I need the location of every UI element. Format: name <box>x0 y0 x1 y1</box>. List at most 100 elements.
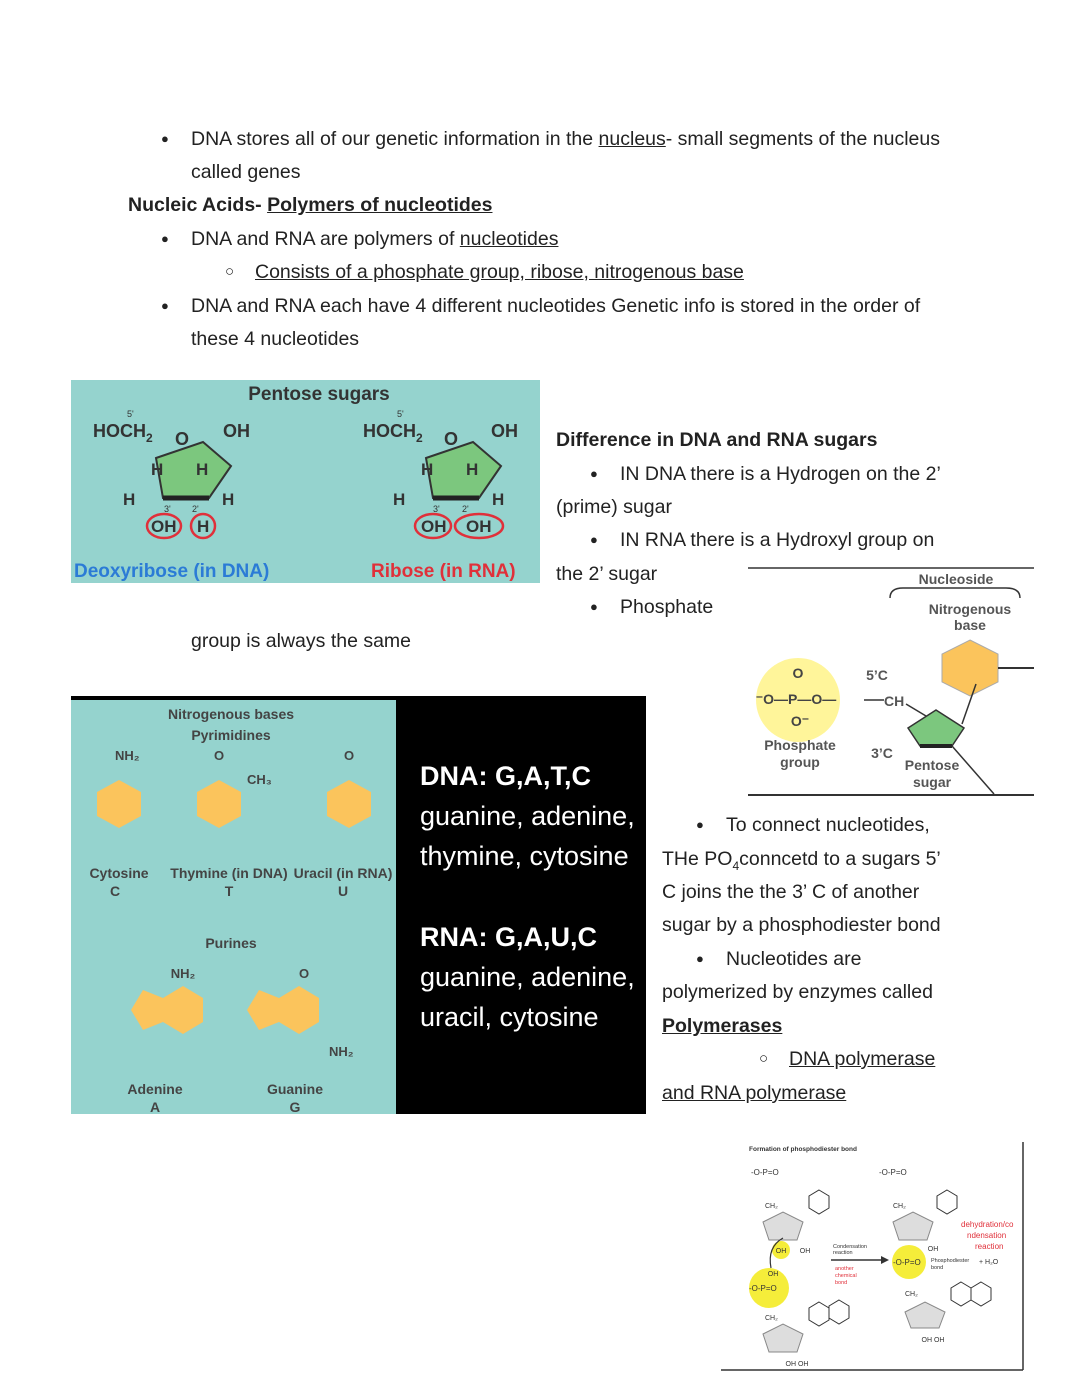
phosphate-o-minus: O⁻ <box>791 713 809 729</box>
note-continuation: called genes <box>191 161 301 183</box>
nucleotide-diagram: Nucleoside Nitrogenous base O ⁻O—P—O— O⁻… <box>748 567 1034 796</box>
o-label: O <box>299 966 309 981</box>
note-continuation: (prime) sugar <box>556 496 672 518</box>
sub-bullet-consists: Consists of a phosphate group, ribose, n… <box>225 260 744 284</box>
o-label: O <box>344 748 354 763</box>
phosphate-o-label: O <box>793 665 804 681</box>
note-bullet-dna-hydrogen: IN DNA there is a Hydrogen on the 2’ <box>590 462 941 486</box>
ribose-caption: Ribose (in RNA) <box>371 561 516 582</box>
rna-bases-heading: RNA: G,A,U,C <box>420 922 597 952</box>
ch2-label: CH₂ <box>765 1315 778 1322</box>
oh-oh-label: OH OH <box>922 1337 945 1344</box>
note-bullet-dna-storage: DNA stores all of our genetic informatio… <box>161 127 940 151</box>
note-bullet-connect: To connect nucleotides, <box>696 813 930 837</box>
h-label: H <box>393 490 405 509</box>
purines-label: Purines <box>205 935 257 951</box>
phosphodiester-diagram: Formation of phosphodiester bond -O-P=O … <box>721 1142 1024 1371</box>
phosphate-formula: -O-P=O <box>879 1168 907 1177</box>
oh-label: OH <box>421 517 447 536</box>
adenine-ring5 <box>131 990 163 1030</box>
bases-title: Nitrogenous bases <box>168 706 294 722</box>
oh-oh-label: OH OH <box>786 1361 809 1368</box>
nitrogenous-bases-figure: Nitrogenous bases Pyrimidines NH₂ O CH₃ … <box>71 696 646 1114</box>
cytosine-letter: C <box>110 883 120 899</box>
guanine-label: Guanine <box>267 1081 323 1097</box>
oh-label: OH <box>928 1246 939 1253</box>
h-label: H <box>123 490 135 509</box>
pentose-sugars-figure: Pentose sugars HOCH2 5' O OH H H H H 3' … <box>71 380 540 583</box>
ch3-label: CH₃ <box>247 772 272 787</box>
h-label: H <box>421 460 433 479</box>
reaction-label: reaction <box>833 1250 853 1256</box>
group-label: group <box>780 754 820 770</box>
deoxyribose-caption: Deoxyribose (in DNA) <box>74 561 269 582</box>
nucleoside-label: Nucleoside <box>919 571 994 587</box>
nh2-label: NH₂ <box>171 966 196 981</box>
h-label: H <box>197 517 209 536</box>
adenine-label: Adenine <box>127 1081 182 1097</box>
another-label: another <box>835 1266 854 1272</box>
oh-label: OH <box>800 1248 811 1255</box>
pentose-title: Pentose sugars <box>248 384 390 405</box>
prime-5-label: 5' <box>127 409 134 419</box>
ribose-structure: HOCH2 5' O OH H H H H 3' 2' OH OH <box>363 409 518 540</box>
c5-label: 5’C <box>866 667 888 683</box>
rna-bases-line: uracil, cytosine <box>420 1002 599 1032</box>
note-bullet-phosphate: Phosphate <box>590 595 713 619</box>
phosphodiester-label: Phosphodiester <box>931 1258 969 1264</box>
nucleotide-structure-figure: Nucleoside Nitrogenous base O ⁻O—P—O— O⁻… <box>748 566 1034 798</box>
ch2-label: CH₂ <box>765 1203 778 1210</box>
heading-text: Nucleic Acids- <box>128 194 268 216</box>
section-heading-nucleic-acids: Nucleic Acids- Polymers of nucleotides <box>128 193 492 217</box>
dna-bases-line: thymine, cytosine <box>420 841 629 871</box>
base-label: base <box>954 617 986 633</box>
adenine-letter: A <box>150 1099 160 1114</box>
adenine-ring6 <box>163 986 203 1034</box>
water-label: + H₂O <box>979 1259 999 1266</box>
dehydration-label: reaction <box>975 1242 1003 1251</box>
heading-underlined: Polymers of nucleotides <box>267 194 493 216</box>
note-continuation: and RNA polymerase <box>662 1082 847 1104</box>
note-continuation: sugar by a phosphodiester bond <box>662 914 941 936</box>
phosphate-formula: -O-P=O <box>893 1258 921 1267</box>
cytosine-ring <box>97 780 141 828</box>
note-continuation: C joins the the 3’ C of another <box>662 881 920 903</box>
note-bullet-rna-hydroxyl: IN RNA there is a Hydroxyl group on <box>590 528 934 552</box>
uracil-ring <box>327 780 371 828</box>
o-label: O <box>214 748 224 763</box>
oh-label: OH <box>776 1248 787 1255</box>
chemical-label: chemical <box>835 1273 857 1279</box>
oh-label: OH <box>768 1271 779 1278</box>
phosphate-formula: -O-P=O <box>751 1168 779 1177</box>
oh-label: OH <box>466 517 492 536</box>
sub-bullet-dna-polymerase: DNA polymerase <box>759 1047 935 1071</box>
hoch2-label: HOCH2 <box>93 421 153 445</box>
bases-diagram: Nitrogenous bases Pyrimidines NH₂ O CH₃ … <box>89 706 392 1114</box>
hoch2-label: HOCH2 <box>363 421 423 445</box>
subscript-4: 4 <box>732 858 740 873</box>
oh-label: OH <box>151 517 177 536</box>
note-bullet-polymers: DNA and RNA are polymers of nucleotides <box>161 227 559 251</box>
oh-label: OH <box>491 421 518 441</box>
thymine-ring <box>197 780 241 828</box>
nh2-label: NH₂ <box>329 1044 354 1059</box>
dehydration-label: ndensation <box>967 1231 1006 1240</box>
note-text: DNA stores all of our genetic informatio… <box>191 128 599 150</box>
pyrimidines-label: Pyrimidines <box>191 727 271 743</box>
bond-label: bond <box>835 1280 847 1286</box>
note-continuation: these 4 nucleotides <box>191 328 360 350</box>
bases-text-panel: DNA: G,A,T,C guanine, adenine, thymine, … <box>420 756 635 1037</box>
deoxyribose-structure: HOCH2 5' O OH H H H H 3' 2' OH H <box>93 409 250 540</box>
nh2-label: NH₂ <box>115 748 140 763</box>
prime-3-label: 3' <box>164 504 171 514</box>
prime-3-label: 3' <box>433 504 440 514</box>
note-continuation: group is always the same <box>191 630 412 652</box>
oh-label: OH <box>223 421 250 441</box>
guanine-ring5 <box>247 990 279 1030</box>
h-label: H <box>151 460 163 479</box>
dna-bases-line: guanine, adenine, <box>420 801 635 831</box>
phosphodiester-figure: Formation of phosphodiester bond -O-P=O … <box>721 1142 1025 1372</box>
note-po4: THe PO4conncetd to a sugars 5’ <box>662 847 941 878</box>
nucleotides-underlined: nucleotides <box>459 228 559 250</box>
h-label: H <box>196 460 208 479</box>
